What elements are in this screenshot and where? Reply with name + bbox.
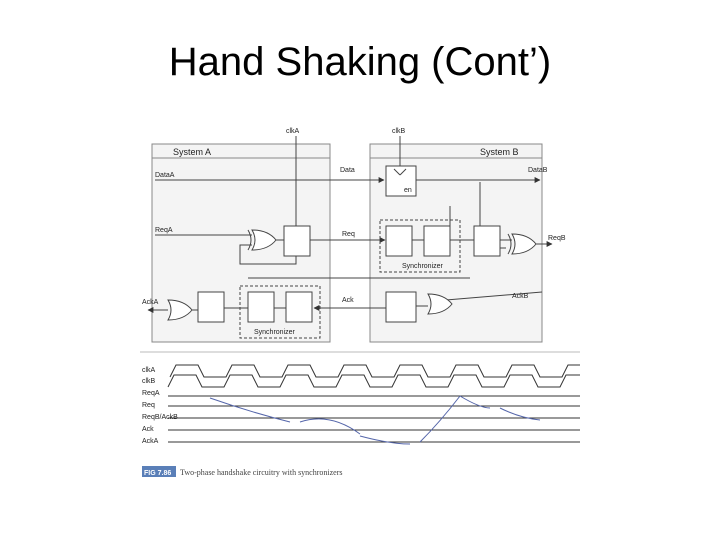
handshake-figure: System A System B clkA clkB DataA Data D… bbox=[140, 128, 580, 477]
timing-label-req: Req bbox=[142, 402, 155, 409]
en-label: en bbox=[404, 187, 412, 194]
clkb-label: clkB bbox=[392, 128, 406, 135]
timing-label-ack: Ack bbox=[142, 426, 154, 433]
timing-label-reqa: ReqA bbox=[142, 390, 160, 397]
synchronizer-b bbox=[379, 219, 461, 273]
timing-label-clkb: clkB bbox=[142, 378, 156, 385]
waveform-clkb bbox=[167, 374, 580, 388]
clka-label: clkA bbox=[286, 128, 300, 135]
caption-badge: FIG 7.86 bbox=[144, 470, 171, 477]
waveform-clka bbox=[169, 364, 580, 378]
xor-gate-b bbox=[511, 233, 537, 255]
reqb-label: ReqB bbox=[548, 235, 566, 242]
xor-gate-acka bbox=[167, 299, 193, 321]
synchronizer-a bbox=[239, 285, 321, 339]
acka-label: AckA bbox=[142, 299, 159, 306]
slide-title: Hand Shaking (Cont’) bbox=[168, 40, 552, 84]
timing-label-reqb-ackb: ReqB/AckB bbox=[142, 414, 178, 421]
req-register bbox=[283, 225, 311, 257]
caption-text: Two-phase handshake circuitry with synch… bbox=[180, 468, 343, 477]
synchronizer-b-label: Synchronizer bbox=[402, 263, 444, 270]
system-b-label: System B bbox=[480, 147, 519, 157]
caption-badge-bg bbox=[142, 466, 176, 477]
ackb-label: AckB bbox=[512, 293, 529, 300]
xor-gate-ackb bbox=[427, 293, 453, 315]
req-label: Req bbox=[342, 231, 355, 238]
system-a-label: System A bbox=[173, 147, 211, 157]
synchronizer-a-label: Synchronizer bbox=[254, 329, 296, 336]
datab-label: DataB bbox=[528, 167, 548, 174]
ack-label: Ack bbox=[342, 297, 354, 304]
timing-label-clka: clkA bbox=[142, 367, 156, 374]
reqa-label: ReqA bbox=[155, 227, 173, 234]
timing-label-acka: AckA bbox=[142, 438, 159, 445]
data-label: Data bbox=[340, 167, 355, 174]
xor-gate-a bbox=[251, 229, 277, 251]
enable-register bbox=[385, 165, 417, 197]
dataa-label: DataA bbox=[155, 172, 175, 179]
